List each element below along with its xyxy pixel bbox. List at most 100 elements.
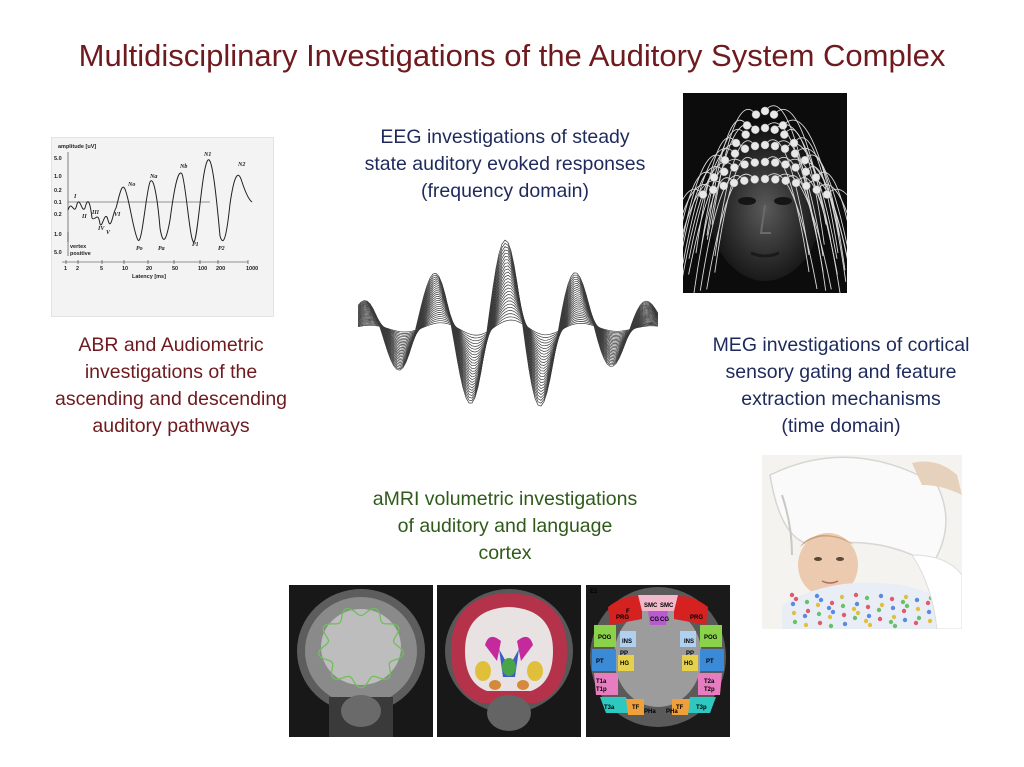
electrode-wires xyxy=(683,105,847,293)
child-mouth xyxy=(821,580,839,584)
parcellation-label: HG xyxy=(620,661,629,667)
region-prg-left xyxy=(608,596,642,625)
blanket-dot xyxy=(802,613,808,619)
ventricle-left xyxy=(485,636,501,661)
waveform-trace xyxy=(358,252,658,395)
region-t3-left xyxy=(600,697,630,713)
blanket-dot xyxy=(792,619,798,625)
amri-caption-line: of auditory and language xyxy=(397,515,613,537)
abr-peak-label: P1 xyxy=(192,242,199,248)
electrode-wire xyxy=(683,161,735,277)
meg-caption-line: MEG investigations of cortical xyxy=(712,334,970,356)
region-pt-left xyxy=(592,649,616,671)
waveform-trace xyxy=(358,319,658,336)
parcellation-label: POG xyxy=(704,635,718,641)
blanket-dot xyxy=(876,607,882,613)
blanket-dot xyxy=(890,605,896,611)
waveform-trace xyxy=(358,256,658,393)
electrode xyxy=(740,144,750,154)
blanket-dot xyxy=(865,604,871,610)
abr-y-tick: 0.2 xyxy=(54,188,62,194)
electrode xyxy=(811,173,821,182)
parcellation-label: TF xyxy=(676,705,684,711)
waveform-trace xyxy=(358,262,658,387)
region-ins-left xyxy=(620,631,636,647)
parcellation-label: HG xyxy=(684,661,693,667)
abr-y-tick: 5.0 xyxy=(54,250,62,256)
blanket-dot xyxy=(789,592,795,598)
region-pt-right xyxy=(700,649,724,671)
blanket-dot xyxy=(855,610,861,616)
child-face xyxy=(798,533,858,597)
region-pog-left xyxy=(594,625,616,647)
child-eye-right xyxy=(836,557,844,561)
blanket-dot xyxy=(888,619,894,625)
electrode xyxy=(742,121,752,130)
blanket-dot xyxy=(815,602,821,608)
electrode xyxy=(741,130,750,139)
abr-peak-label: Nb xyxy=(179,164,187,170)
abr-y-tick: 5.0 xyxy=(54,156,62,162)
waveform-trace xyxy=(358,313,658,342)
putamen-left xyxy=(475,661,491,681)
blanket-dot xyxy=(826,605,832,611)
operator-hand xyxy=(912,461,962,495)
electrode xyxy=(760,157,770,167)
waveform-trace xyxy=(358,268,658,381)
eeg-cap-illustration xyxy=(683,105,847,293)
steady-state-waveform-plot xyxy=(358,239,658,407)
mri-grayscale-segmentation xyxy=(289,585,433,737)
electrode-wire xyxy=(826,188,847,196)
abr-x-tick: 50 xyxy=(172,266,178,272)
electrode xyxy=(750,158,760,167)
abr-peak-label: III xyxy=(91,210,100,216)
electrode xyxy=(801,167,811,177)
region-t2-right xyxy=(698,673,722,695)
white-matter xyxy=(321,609,401,685)
electrode xyxy=(760,123,770,133)
blanket-dot xyxy=(903,594,909,600)
eeg-caption: EEG investigations of steady state audit… xyxy=(320,124,690,205)
electrode-wire xyxy=(683,154,726,241)
electrode xyxy=(780,144,790,154)
electrode xyxy=(791,163,800,172)
abr-peak-label: Na xyxy=(149,174,157,180)
waveform-trace xyxy=(358,246,658,401)
blanket-dot xyxy=(863,618,869,624)
abr-caption-line: auditory pathways xyxy=(92,415,250,437)
head-shape xyxy=(707,121,823,281)
eeg-caption-line: (frequency domain) xyxy=(421,180,589,202)
waveform-traces xyxy=(358,239,658,407)
electrode xyxy=(760,140,770,150)
electrode xyxy=(709,185,718,195)
eeg-cap-photo xyxy=(683,93,847,293)
electrode-wire xyxy=(773,108,827,225)
blanket-dot xyxy=(891,614,897,620)
blanket-dot xyxy=(879,602,885,608)
parcellation-label: CG xyxy=(650,617,659,623)
region-pog-right xyxy=(700,625,722,647)
blanket-dot xyxy=(925,600,931,606)
electrode xyxy=(790,149,800,158)
abr-y-tick: 1.0 xyxy=(54,174,62,180)
blanket-dot xyxy=(927,618,933,624)
blanket-dot xyxy=(900,599,906,605)
electrode-wire xyxy=(764,173,818,290)
abr-caption-line: ascending and descending xyxy=(54,388,288,410)
abr-x-tick: 20 xyxy=(146,266,152,272)
waveform-trace xyxy=(358,271,658,378)
mri-color-segmentation xyxy=(437,585,581,737)
parcellation-label: CG xyxy=(660,617,669,623)
blanket-dot xyxy=(877,616,883,622)
electrode xyxy=(822,190,832,199)
parcellation-label: PP xyxy=(620,651,628,657)
parcellation-label: SMC xyxy=(644,603,658,609)
right-eye xyxy=(774,197,792,205)
region-cg xyxy=(648,611,668,625)
electrode-wire xyxy=(693,177,735,293)
waveform-trace xyxy=(358,274,658,375)
abr-ylabel: amplitude [uV] xyxy=(58,144,96,150)
electrode xyxy=(740,176,749,185)
electrode xyxy=(770,125,779,134)
electrode-wire xyxy=(785,175,827,291)
